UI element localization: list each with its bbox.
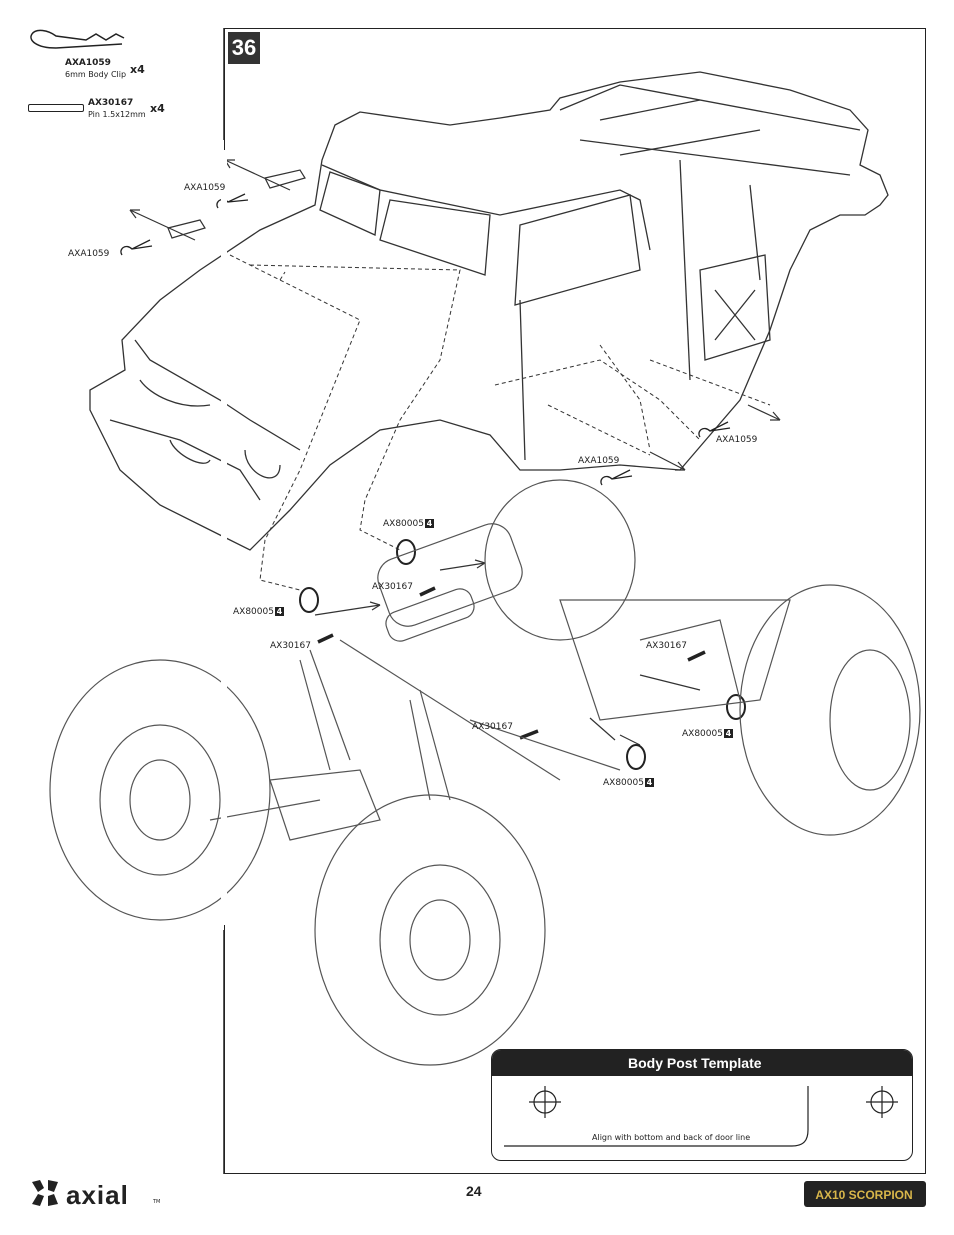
body-clip-icon [30, 29, 125, 49]
body-post-template: Body Post Template Align with bottom and… [491, 1049, 913, 1161]
part-qty-clip: x4 [130, 63, 145, 76]
wheel-front-right [314, 794, 546, 1066]
svg-text:AX10 SCORPION: AX10 SCORPION [815, 1188, 912, 1202]
template-title: Body Post Template [492, 1050, 912, 1076]
part-desc-clip: 6mm Body Clip [65, 70, 127, 79]
callout-clip-4: AXA1059 [716, 435, 758, 445]
wheel-front-left [49, 659, 271, 921]
template-note: Align with bottom and back of door line [592, 1133, 751, 1142]
window-x-panel [699, 254, 771, 361]
washer-step-tag: 4 [723, 729, 733, 738]
part-number-clip: AXA1059 [65, 58, 111, 68]
callout-clip-1: AXA1059 [184, 183, 226, 193]
wheel-rear-right [739, 584, 921, 836]
washer-step-tag: 4 [424, 519, 434, 528]
axial-logo-icon [32, 1180, 58, 1206]
washer-step-tag: 4 [274, 607, 284, 616]
callout-pin-4: AX30167 [472, 722, 513, 732]
wheel-rear-left [484, 479, 636, 641]
washer-step-tag: 4 [644, 778, 654, 787]
model-logo: AX10 SCORPION [804, 1181, 926, 1207]
part-qty-pin: x4 [150, 102, 165, 115]
step-number: 36 [228, 32, 260, 64]
truck-body-outline [89, 71, 889, 551]
pin-icon [28, 104, 84, 112]
callout-pin-3: AX30167 [646, 641, 687, 651]
callout-pin-1: AX30167 [372, 582, 413, 592]
template-guides [504, 1086, 898, 1147]
part-desc-pin: Pin 1.5x12mm [88, 110, 146, 119]
page-number: 24 [466, 1183, 482, 1199]
part-number-pin: AX30167 [88, 98, 134, 108]
callout-clip-3: AXA1059 [578, 456, 620, 466]
callout-clip-2: AXA1059 [68, 249, 110, 259]
callout-pin-2: AX30167 [270, 641, 311, 651]
trademark: TM [153, 1199, 161, 1205]
brand-name: axial [66, 1180, 129, 1210]
